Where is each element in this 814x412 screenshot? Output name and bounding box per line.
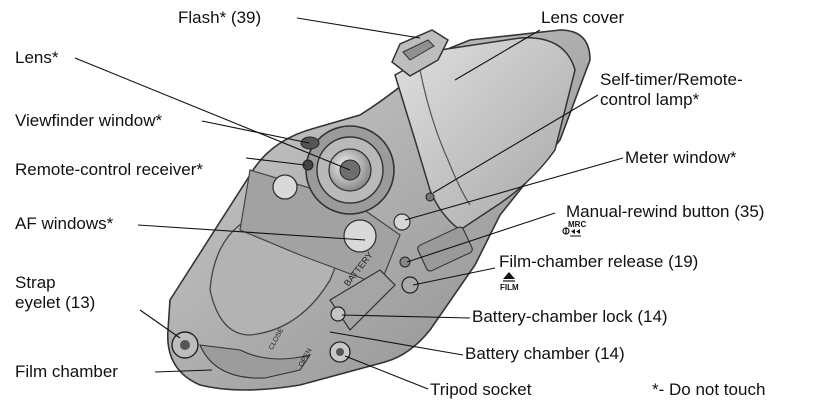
- label-battery-chamber: Battery chamber (14): [465, 344, 625, 363]
- note-do-not-touch: *- Do not touch: [652, 380, 766, 399]
- af-window-right: [343, 219, 377, 253]
- label-self-timer-line1: Self-timer/Remote-: [600, 70, 743, 89]
- label-lens: Lens*: [15, 48, 59, 67]
- tripod-socket-hole: [336, 348, 344, 356]
- flash-window: [402, 39, 435, 61]
- film-chamber: [199, 344, 312, 379]
- af-window-left: [272, 174, 298, 200]
- mrc-rewind-icon: [562, 227, 581, 237]
- leader-lines: [74, 17, 624, 390]
- label-strap-line2: eyelet (13): [15, 293, 96, 312]
- battery-chamber-lock: [330, 306, 346, 322]
- label-remote-receiver: Remote-control receiver*: [15, 160, 204, 179]
- label-battery-lock: Battery-chamber lock (14): [472, 307, 668, 326]
- lens-cover-edge: [419, 69, 471, 206]
- label-film-chamber: Film chamber: [15, 362, 118, 381]
- label-flash: Flash* (39): [178, 8, 262, 27]
- self-timer-lamp: [425, 192, 435, 202]
- meter-window: [393, 213, 411, 231]
- label-viewfinder: Viewfinder window*: [15, 111, 163, 130]
- label-manual-rewind: Manual-rewind button (35): [566, 202, 765, 221]
- viewfinder-window: [300, 136, 320, 150]
- label-af-windows: AF windows*: [15, 214, 114, 233]
- mrc-text: MRC: [568, 220, 587, 229]
- label-lens-cover: Lens cover: [541, 8, 625, 27]
- manual-rewind-button: [399, 256, 411, 268]
- strap-eyelet-hole: [180, 340, 190, 350]
- label-strap-line1: Strap: [15, 273, 56, 292]
- label-meter: Meter window*: [625, 148, 737, 167]
- label-tripod: Tripod socket: [430, 380, 532, 399]
- label-self-timer-line2: control lamp*: [600, 90, 700, 109]
- label-film-release: Film-chamber release (19): [499, 252, 699, 271]
- film-eject-icon: [503, 272, 515, 282]
- film-chamber-release: [401, 276, 419, 294]
- film-text: FILM: [500, 283, 519, 292]
